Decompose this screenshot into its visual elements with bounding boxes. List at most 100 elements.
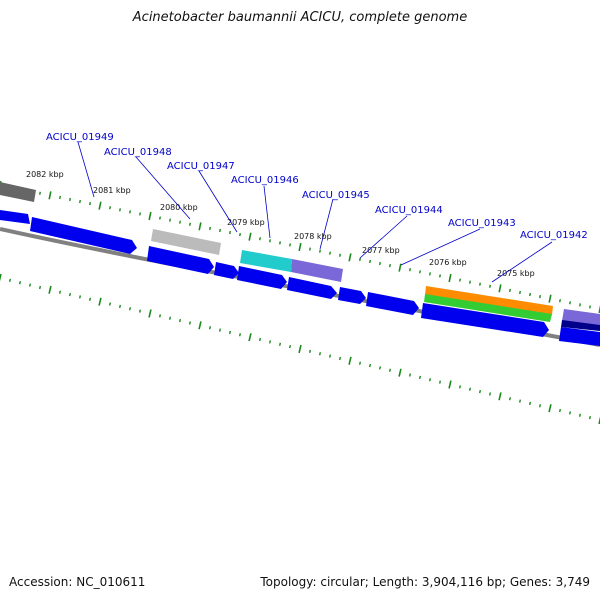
feature-lane-upper [0, 182, 600, 331]
tick-mark [378, 366, 382, 370]
tick-mark [58, 290, 62, 294]
gene-label[interactable]: ACICU_01948 [104, 147, 172, 158]
tick-mark [0, 273, 2, 282]
tick-mark [248, 333, 252, 342]
tick-mark [359, 257, 361, 262]
tick-mark [578, 413, 582, 417]
tick-mark [68, 292, 72, 297]
tick-mark [569, 301, 571, 305]
tick-mark [409, 268, 411, 272]
tick-mark [229, 230, 231, 235]
leader-line [491, 241, 553, 283]
gene-label[interactable]: ACICU_01949 [46, 132, 114, 143]
tick-mark [598, 305, 600, 314]
gene-label[interactable]: ACICU_01945 [302, 190, 370, 201]
tick-mark [208, 326, 212, 330]
outer-tick-track [0, 180, 600, 314]
gene-feature-purple [291, 259, 343, 282]
feature-lane-lower [147, 246, 600, 346]
cds-arrow[interactable] [287, 277, 337, 299]
tick-mark [478, 389, 482, 394]
tick-mark [48, 191, 52, 200]
tick-mark [298, 242, 302, 252]
kbp-label: 2075 kbp [497, 269, 535, 278]
tick-mark [218, 328, 222, 332]
gene-labels: ACICU_01949 ACICU_01948 ACICU_01947 ACIC… [46, 132, 588, 241]
tick-mark [489, 284, 491, 288]
kbp-labels: 2082 kbp 2081 kbp 2080 kbp 2079 kbp 2078… [26, 170, 535, 278]
tick-mark [459, 278, 461, 282]
tick-mark [98, 297, 102, 306]
leader-line [319, 198, 334, 250]
tick-mark [159, 216, 161, 220]
tick-mark [309, 247, 311, 251]
kbp-label: 2079 kbp [227, 218, 265, 227]
tick-mark [169, 218, 171, 222]
tick-mark [289, 243, 291, 247]
genome-summary-text: Topology: circular; Length: 3,904,116 bp… [260, 575, 590, 589]
tick-mark [338, 356, 342, 361]
tick-mark [348, 253, 352, 262]
kbp-label: 2082 kbp [26, 170, 64, 179]
gene-feature-cyan [240, 250, 292, 272]
tick-mark [28, 283, 32, 287]
cds-arrow[interactable] [214, 262, 239, 279]
tick-mark [539, 294, 541, 299]
tick-mark [129, 210, 131, 214]
tick-mark [118, 304, 122, 309]
tick-mark [179, 220, 181, 224]
kbp-label: 2077 kbp [362, 246, 400, 255]
cds-arrow[interactable] [237, 266, 287, 289]
tick-mark [109, 206, 111, 210]
tick-mark [239, 232, 241, 237]
gene-label[interactable]: ACICU_01943 [448, 218, 516, 229]
tick-mark [308, 349, 312, 353]
tick-mark [128, 307, 132, 311]
tick-mark [559, 299, 561, 303]
tick-mark [418, 375, 422, 380]
gene-label[interactable]: ACICU_01946 [231, 175, 299, 186]
tick-mark [318, 352, 322, 356]
tick-mark [548, 404, 552, 413]
tick-mark [328, 354, 332, 358]
cds-arrow[interactable] [0, 210, 30, 224]
leader-line [198, 170, 238, 233]
tick-mark [78, 295, 82, 299]
tick-mark [268, 340, 272, 344]
tick-mark [259, 237, 261, 241]
tick-mark [189, 222, 191, 226]
cds-arrow[interactable] [338, 287, 366, 304]
cds-arrow[interactable] [147, 246, 214, 274]
tick-mark [98, 201, 102, 210]
tick-mark [548, 294, 552, 303]
tick-mark [8, 278, 12, 282]
cds-arrow[interactable] [559, 327, 600, 346]
tick-mark [148, 211, 152, 221]
cds-arrow[interactable] [30, 217, 137, 254]
tick-mark [398, 263, 402, 272]
map-title: Acinetobacter baumannii ACICU, complete … [132, 10, 468, 25]
cds-arrow[interactable] [366, 292, 419, 315]
gene-label[interactable]: ACICU_01944 [375, 205, 443, 216]
tick-mark [379, 261, 381, 266]
leader-line [263, 185, 271, 239]
kbp-label: 2080 kbp [160, 203, 198, 212]
tick-mark [158, 314, 162, 318]
gene-label[interactable]: ACICU_01947 [167, 161, 235, 172]
cds-arrow[interactable] [421, 303, 549, 337]
tick-mark [419, 270, 421, 274]
tick-mark [228, 330, 232, 335]
gene-label[interactable]: ACICU_01942 [520, 230, 588, 241]
tick-mark [589, 305, 591, 309]
tick-mark [439, 274, 441, 278]
tick-mark [279, 241, 281, 245]
kbp-label: 2076 kbp [429, 258, 467, 267]
tick-mark [209, 226, 211, 231]
cds-dark [561, 320, 600, 331]
tick-mark [339, 253, 341, 257]
tick-mark [528, 401, 532, 406]
leader-line [135, 156, 191, 220]
tick-mark [498, 284, 502, 293]
kbp-label: 2078 kbp [294, 232, 332, 241]
tick-mark [168, 316, 172, 320]
